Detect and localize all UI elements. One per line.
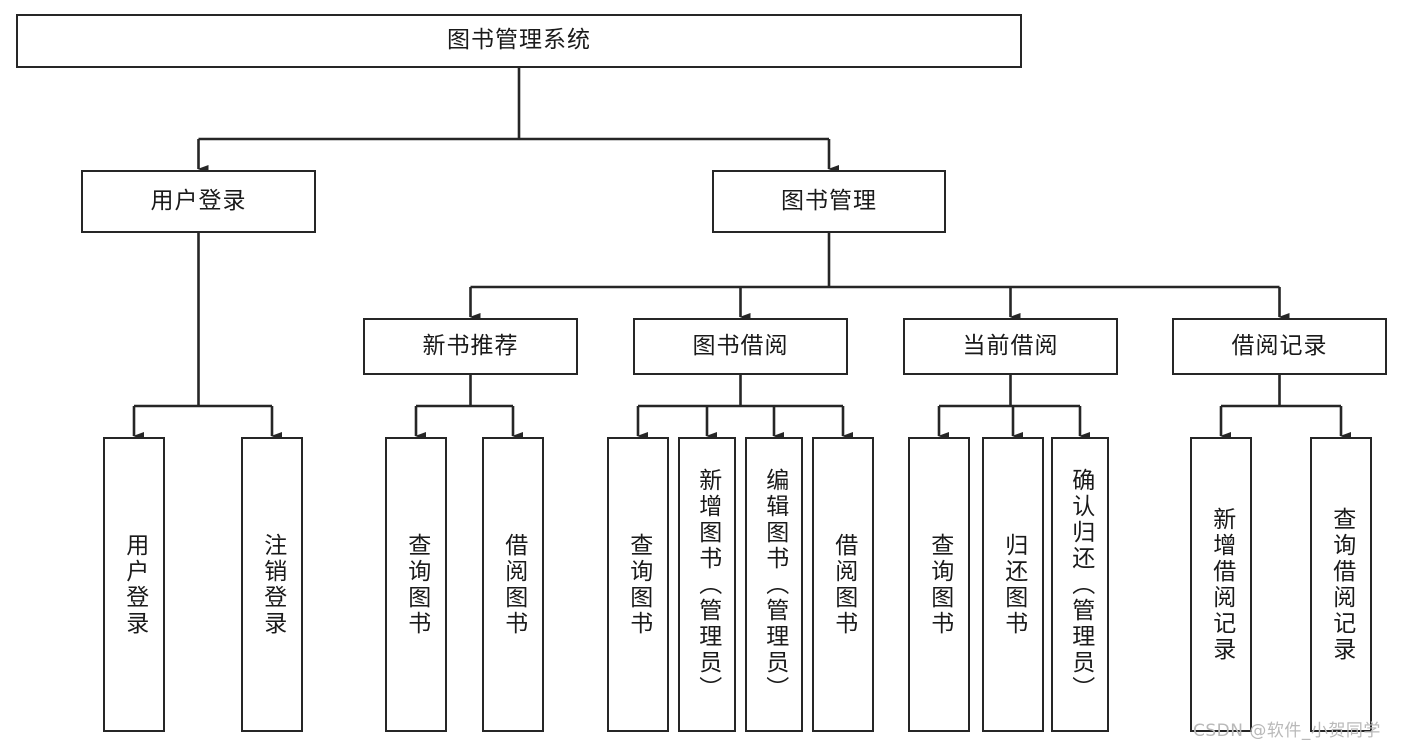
node-leaf-query-book-1[interactable]: 查询图书 [385,437,447,732]
node-label: 当前借阅 [962,332,1059,359]
node-leaf-query-book-2[interactable]: 查询图书 [607,437,669,732]
node-borrow-record[interactable]: 借阅记录 [1172,318,1387,375]
node-new-book-rec[interactable]: 新书推荐 [363,318,578,375]
node-label: 查询图书 [926,532,953,637]
node-leaf-query-book-3[interactable]: 查询图书 [908,437,970,732]
connector-lines [132,68,1351,440]
node-label: 编辑图书（管理员） [761,467,788,702]
node-label: 注销登录 [259,532,286,637]
node-label: 新增图书（管理员） [694,467,721,702]
node-label: 图书管理系统 [447,27,591,54]
node-user-login[interactable]: 用户登录 [81,170,316,233]
node-leaf-confirm-return[interactable]: 确认归还（管理员） [1051,437,1109,732]
node-label: 查询借阅记录 [1328,506,1355,663]
node-label: 新书推荐 [422,332,519,359]
node-label: 借阅图书 [500,532,527,637]
node-leaf-add-record[interactable]: 新增借阅记录 [1190,437,1252,732]
node-leaf-user-login[interactable]: 用户登录 [103,437,165,732]
node-label: 图书借阅 [692,332,789,359]
node-book-manage[interactable]: 图书管理 [712,170,946,233]
node-label: 图书管理 [781,187,877,214]
node-label: 借阅记录 [1231,332,1328,359]
node-label: 归还图书 [1000,532,1027,637]
node-label: 确认归还（管理员） [1067,467,1094,702]
node-current-borrow[interactable]: 当前借阅 [903,318,1118,375]
node-label: 查询图书 [625,532,652,637]
node-leaf-borrow-book-1[interactable]: 借阅图书 [482,437,544,732]
node-leaf-return-book[interactable]: 归还图书 [982,437,1044,732]
node-leaf-query-record[interactable]: 查询借阅记录 [1310,437,1372,732]
node-label: 借阅图书 [830,532,857,637]
node-label: 新增借阅记录 [1208,506,1235,663]
node-root[interactable]: 图书管理系统 [16,14,1022,68]
node-leaf-edit-book[interactable]: 编辑图书（管理员） [745,437,803,732]
node-leaf-user-logout[interactable]: 注销登录 [241,437,303,732]
watermark: CSDN @软件_小贺同学 [1193,721,1381,741]
node-book-borrow[interactable]: 图书借阅 [633,318,848,375]
node-label: 用户登录 [150,187,247,214]
node-label: 查询图书 [403,532,430,637]
node-leaf-borrow-book-2[interactable]: 借阅图书 [812,437,874,732]
node-label: 用户登录 [121,532,148,637]
node-leaf-add-book[interactable]: 新增图书（管理员） [678,437,736,732]
